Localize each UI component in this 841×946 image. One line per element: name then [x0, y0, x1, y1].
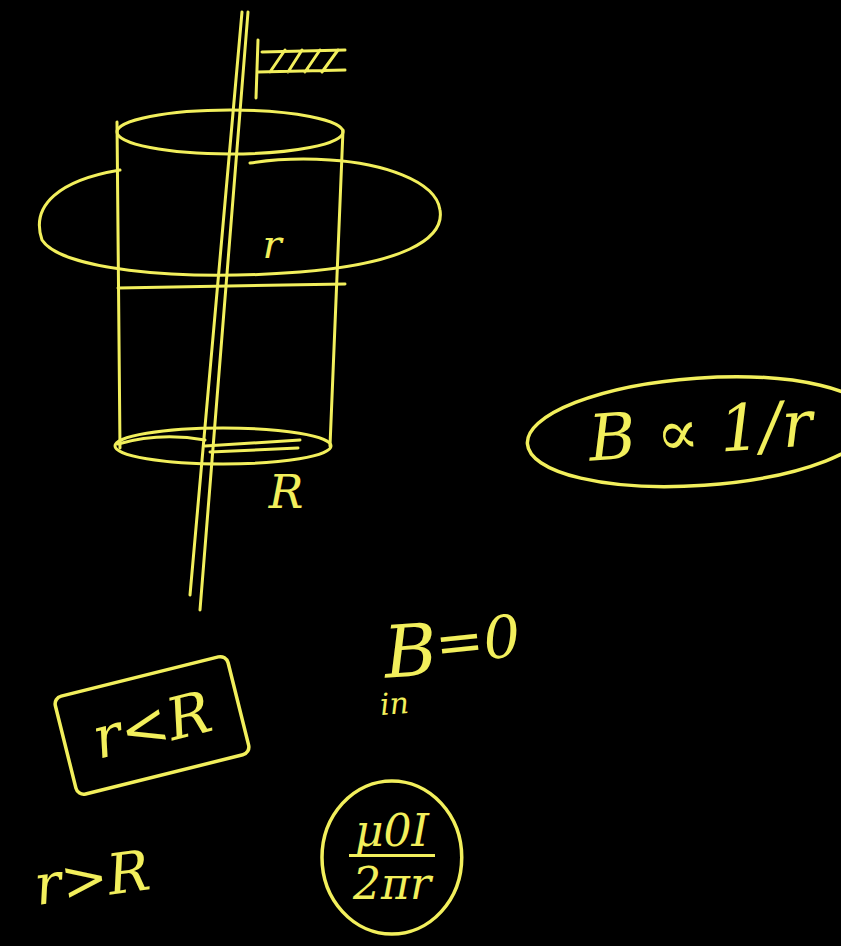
equation-part: =0 [432, 605, 523, 674]
node-text: μ0I [349, 808, 435, 857]
radius-line [210, 448, 298, 452]
support [256, 40, 258, 98]
cylinder-bottom [115, 428, 331, 464]
node-content: μ0I2πr [347, 808, 437, 907]
cylinder-side [330, 130, 343, 446]
cross-section-line [118, 284, 345, 288]
axis-wire [190, 12, 242, 595]
circled-fraction: μ0I2πr [320, 779, 464, 936]
node-content: r<R [81, 679, 224, 770]
support [262, 50, 345, 52]
bottom-shading [118, 437, 205, 444]
node-text: B ∝ 1/r [580, 390, 820, 473]
subscript: in [378, 687, 409, 720]
node-text: 2πr [347, 861, 437, 907]
box-mark [53, 655, 250, 796]
support-hatching [258, 50, 345, 72]
node-content: B ∝ 1/r [580, 390, 820, 473]
condition-label: r>R [31, 841, 154, 915]
radius-line [205, 440, 300, 446]
boxed-condition: r<R [51, 652, 253, 798]
circled-formula: B ∝ 1/r [521, 364, 841, 500]
field-symbol: B [381, 612, 439, 691]
node-text: r<R [81, 679, 224, 770]
circle-mark [523, 366, 841, 497]
radius-label: r [262, 223, 281, 265]
radius-label: R [269, 468, 304, 516]
circle-mark [322, 781, 462, 934]
outline-ellipse [320, 779, 464, 936]
amperian-loop [39, 159, 440, 275]
axis-wire [200, 12, 248, 610]
